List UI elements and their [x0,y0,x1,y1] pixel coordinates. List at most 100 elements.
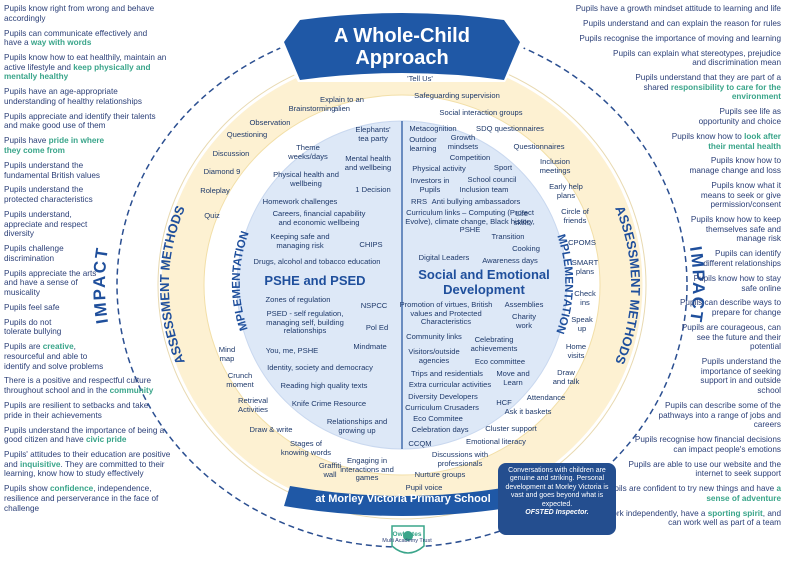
trust-logo: Owlcotes Multi Academy Trust [376,521,438,565]
impact-statement: Pupils understand the importance of seek… [675,357,781,396]
impact-highlight: civic pride [85,435,127,445]
assessment-item: Ask it baskets [504,407,552,416]
impact-statement: Pupils' attitudes to their education are… [4,450,180,479]
sed-item: Outdoor learning [409,135,437,153]
sed-item: CCQM [408,439,432,448]
assessment-item: Draw and talk [552,368,580,386]
impact-text: Pupils recognise how financial decisions… [634,435,781,454]
impact-text: Pupils appreciate the arts and have a se… [4,268,97,297]
sed-item: Digital Leaders [418,253,470,262]
pshe-item: Knife Crime Resource [291,399,367,408]
sed-item: Assemblies [504,300,544,309]
impact-statement: Pupils are confident to try new things a… [591,484,781,503]
impact-highlight: inquisitive [19,459,61,469]
sed-item: Celebration days [411,425,469,434]
pshe-item: PSED - self regulation, managing self, b… [266,309,344,336]
impact-text-tail: , resourceful and able to identify and s… [4,342,104,371]
pshe-item: Physical health and wellbeing [273,170,339,188]
impact-text: Pupils are resilient to setbacks and tak… [4,400,149,420]
impact-right-label: IMPACT [686,245,706,325]
sed-item: Competition [449,153,491,162]
impact-statement: Pupils understand, appreciate and respec… [4,210,100,239]
ofsted-quote-box: Conversations with children are genuine … [498,463,616,535]
assessment-item: Quiz [204,211,220,220]
assessment-item: Observation [249,118,291,127]
assessment-item: SMART plans [571,258,599,276]
impact-text: Pupils can explain what stereotypes, pre… [613,48,781,68]
assessment-item: Check ins [574,289,596,307]
impact-text: Pupils can describe ways to prepare for … [679,298,781,318]
sed-item: Move and Learn [496,369,530,387]
impact-text: Pupils appreciate and identify their tal… [4,111,156,131]
pshe-item: Reading high quality texts [280,381,368,390]
assessment-item: Cluster support [485,424,537,433]
sed-item: Community links [406,332,462,341]
impact-statement: Pupils appreciate the arts and have a se… [4,269,100,298]
impact-statement: Pupils are creative, resourceful and abl… [4,342,114,371]
sed-item: Transition [491,232,525,241]
impact-text-tail: , independence, resilience and perserver… [4,484,159,513]
sed-item: Curriculum Crusaders [405,403,479,412]
assessment-item: Explain to an alien [320,95,364,113]
assessment-item: Graffiti wall [318,461,342,479]
logo-owl-icon [403,531,413,541]
outer-dashed-ring [116,22,688,548]
sed-item: Sport [493,163,513,172]
impact-text: Pupils understand that they are part of … [635,73,781,92]
impact-statement: Pupils understand the fundamental Britis… [4,161,120,180]
assessment-item: Nurture groups [414,470,466,479]
sed-item: Extra curricular activities [408,380,492,389]
impact-highlight: pride in where they come from [4,136,105,155]
assessment-item: CPOMS [568,238,596,247]
sed-item: Metacognition [409,124,457,133]
impact-text: Pupils understand the fundamental Britis… [4,160,101,180]
sed-item: Eco committee [474,357,526,366]
impact-text: Pupils show [4,484,50,494]
sed-item: Trips and residentials [411,369,483,378]
impact-text: Pupils see life as opportunity and choic… [698,107,781,126]
pshe-item: Elephants' tea party [355,125,391,143]
impact-text: Pupils can identify different relationsh… [703,249,781,268]
impact-statement: Pupils know how to stay safe online [691,274,781,293]
impact-statement: Pupils do not tolerate bullying [4,318,74,337]
impact-text: Pupils know how to stay safe online [693,273,781,293]
impact-statement: Pupils can describe some of the pathways… [657,401,781,430]
assessment-item: Early help plans [549,182,583,200]
impact-text-tail: . They are committed to their learning, … [4,459,165,479]
pshe-item: Mindmate [353,342,387,351]
impact-text: Pupils recognise the importance of movin… [579,33,781,43]
impact-highlight: confidence [49,484,94,494]
impact-text: Pupils know what it means to seek or giv… [700,180,781,210]
sed-item: Eco Commitee [413,414,463,423]
impact-highlight: responsibility to care for the environme… [670,82,781,102]
assessment-item: Pupil voice [405,483,443,492]
trust-logo-sub: Multi Academy Trust [382,538,432,544]
sed-item: Anti bullying ambassadors [431,197,521,206]
pshe-item: Mental health and wellbeing [344,154,392,172]
sed-item: Promotion of virtues, British values and… [399,300,493,327]
impact-text: Pupils understand and can explain the re… [583,18,781,28]
sed-item: Diversity Developers [408,392,478,401]
assessment-item: Circle of friends [561,207,589,225]
assessment-item: Safeguarding supervision [414,91,500,100]
impact-statement: Pupils are resilient to setbacks and tak… [4,401,166,420]
left-impact-list: Pupils know right from wrong and behave … [4,4,180,518]
assessment-item: Stages of knowing words [280,439,332,457]
impact-text: Pupils understand the protected characte… [4,185,93,205]
pshe-item: Relationships and growing up [326,417,388,435]
impact-statement: Pupils can identify different relationsh… [697,249,781,268]
impact-text: Pupils can communicate effectively and h… [4,28,148,48]
assessment-item: Retrieval Activities [238,396,268,414]
svg-text:IMPACT: IMPACT [686,245,708,325]
impact-statement: Pupils know how to look after their ment… [663,132,781,151]
impact-statement: Pupils are courageous, can see the futur… [681,323,781,352]
assessment-item: Draw & write [249,425,293,434]
school-name: at Morley Victoria Primary School [315,493,491,505]
impact-text: Pupils can describe some of the pathways… [658,400,781,430]
title-banner-fill [284,13,520,80]
assessment-item: 'Tell Us' [407,74,433,83]
svg-text:IMPACT: IMPACT [90,245,112,325]
impact-text: Pupils know how to eat healthily, mainta… [4,53,167,72]
impact-highlight: look after their mental health [708,131,781,151]
pshe-item: 1 Decision [355,185,391,194]
